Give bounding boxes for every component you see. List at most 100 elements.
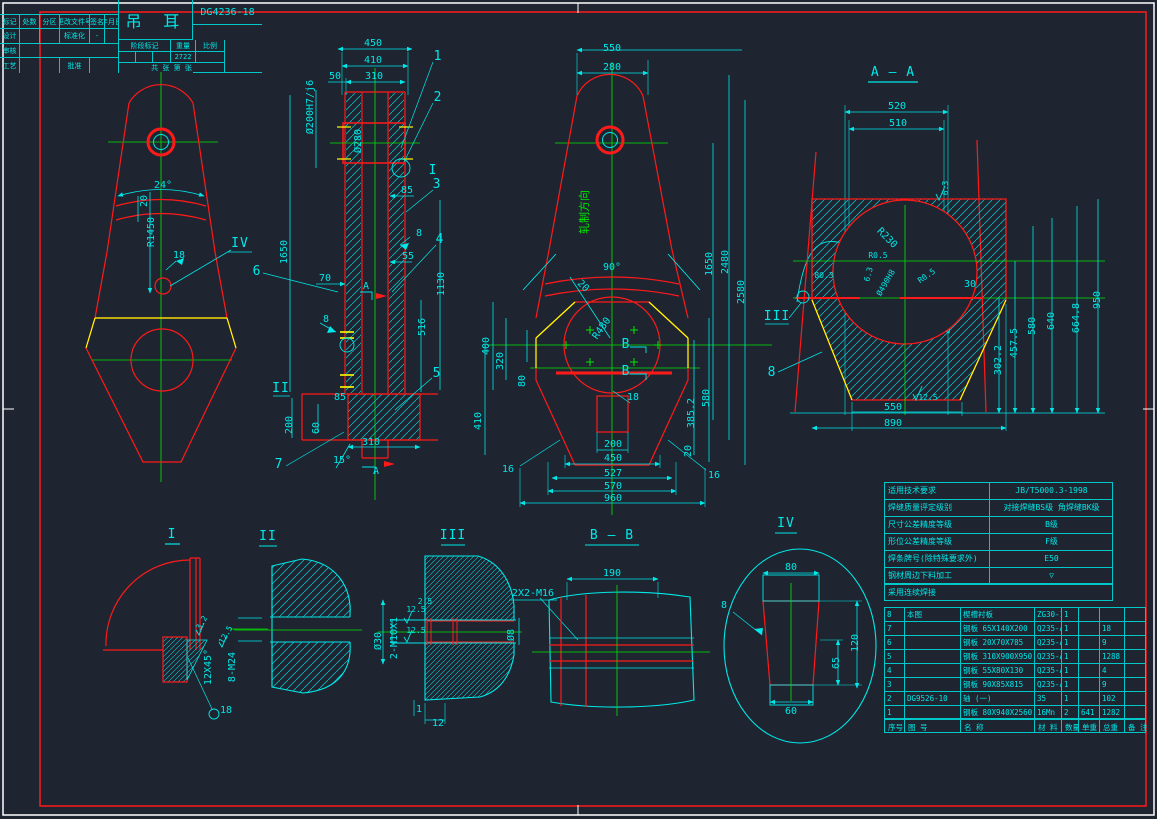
bom-total-weight <box>1100 608 1125 621</box>
bom-qty: 1 <box>1062 650 1079 663</box>
dim-190: 190 <box>603 568 621 579</box>
dim-570: 570 <box>604 481 622 492</box>
dim-dia280: Ø280 <box>352 129 364 153</box>
dim-640: 640 <box>1046 312 1057 330</box>
bom-h-total: 总重 <box>1100 720 1125 732</box>
bom-part-name: 楔槽衬板 <box>961 608 1035 621</box>
bom-unit-weight <box>1079 678 1100 691</box>
bom-unit-weight <box>1079 664 1100 677</box>
tb-s1 <box>119 52 136 63</box>
bom-unit-weight <box>1079 650 1100 663</box>
bom-part-name: 钢板 80X940X2560 <box>961 706 1035 718</box>
dim-55: 55 <box>402 251 414 262</box>
dim-1650: 1650 <box>279 240 290 264</box>
tech-value: 对接焊缝BS级 角焊缝BK级 <box>1003 503 1100 512</box>
weld-8-b: 8 <box>323 314 329 325</box>
tech-value: ▽ <box>1049 571 1054 580</box>
finish-12-5-d1: 12.5 <box>217 624 235 645</box>
tb-h-date: 年月日 <box>105 15 119 29</box>
tb-sheet: 共 张 第 张 <box>119 63 225 73</box>
dim-450-v3: 450 <box>604 453 622 464</box>
finish-6-3-a: 6.3 <box>941 181 950 196</box>
dim-410: 410 <box>364 55 382 66</box>
bom-row: 6 钢板 20X70X785 Q235-A 1 9 <box>884 635 1146 649</box>
bom-unit-weight <box>1079 608 1100 621</box>
tech-row: 焊缝质量评定级别 对接焊缝BS级 角焊缝BK级 <box>884 499 1113 516</box>
bom-h-note: 备 注 <box>1128 723 1147 732</box>
dim-400: 400 <box>481 337 492 355</box>
weld-18-v3: 18 <box>627 392 639 403</box>
bom-material: Q235-A <box>1037 650 1062 663</box>
dim-120: 120 <box>850 634 861 652</box>
tb-s3 <box>153 52 171 63</box>
section-label-i: I <box>429 163 438 178</box>
section-a-a: A — A 520 510 6.3 R230 R0.5 R0.5 6.3 Ø49… <box>764 65 1105 431</box>
tech-label: 焊缝质量评定级别 <box>885 500 990 516</box>
bom-dwg-no: DG9526-10 <box>905 692 961 705</box>
bom-material: 16Mn <box>1035 706 1062 718</box>
tb-blank <box>193 25 262 73</box>
dim-60: 60 <box>311 422 322 434</box>
tb-h-count: 处数 <box>20 15 40 29</box>
dim-thread-8-m24: 8-M24 <box>227 652 238 682</box>
bom-h-name: 名 称 <box>961 720 1035 732</box>
bom-note <box>1125 664 1147 677</box>
bom-dwg-no <box>905 706 961 718</box>
tech-footer: 采用连续焊接 <box>884 584 1113 601</box>
balloon-3: 3 <box>433 177 442 192</box>
tech-value: E50 <box>1044 554 1059 563</box>
bom-part-name: 钢板 90X85X815 <box>961 678 1035 691</box>
bom-total-weight: 4 <box>1100 664 1125 677</box>
bom-part-name: 钢板 310X900X950 <box>961 650 1035 663</box>
balloon-6: 6 <box>253 264 262 279</box>
view-front-left: 24° 20 R1450 18 IV <box>85 72 339 482</box>
bom-total-weight: 1282 <box>1100 706 1125 718</box>
dim-thread-2-m10x1: 2-M10X1 <box>389 617 400 659</box>
dim-890: 890 <box>884 418 902 429</box>
tb-weight-value: 2722 <box>171 52 196 63</box>
bom-total-weight: 9 <box>1100 636 1125 649</box>
dim-410: 410 <box>473 412 484 430</box>
bom-material: Q235-A <box>1037 678 1062 691</box>
bom-no: 4 <box>885 664 905 677</box>
tb-dash: - <box>90 29 105 44</box>
dim-angle-90: 90° <box>603 262 621 273</box>
bom-no: 7 <box>885 622 905 635</box>
bom-h-no: 序号 <box>885 720 905 732</box>
tech-value: F级 <box>1045 537 1058 546</box>
tech-value: B级 <box>1045 520 1058 529</box>
dim-20: 20 <box>139 195 150 207</box>
dim-527: 527 <box>604 468 622 479</box>
tb-h-zone: 分区 <box>40 15 60 29</box>
dim-950: 950 <box>1092 291 1103 309</box>
bom-dwg-no <box>905 664 961 677</box>
dim-385-2: 385.2 <box>686 398 697 428</box>
detail-title-iv: IV <box>777 516 795 531</box>
dim-dia8: Ø8 <box>505 629 517 641</box>
detail-ii: II <box>234 529 362 694</box>
bom-h-mat: 材 料 <box>1035 720 1062 732</box>
detail-title-iii: III <box>440 528 466 543</box>
part-name: 吊 耳 <box>119 0 193 40</box>
tb-scale-label: 比例 <box>196 40 225 52</box>
bom-no: 1 <box>885 706 905 718</box>
bom-h-qty: 数量 <box>1062 720 1079 732</box>
weld-16-left: 16 <box>502 464 514 475</box>
bom-row: 4 钢板 55X80X130 Q235-A 1 4 <box>884 663 1146 677</box>
dim-580-v3: 580 <box>701 389 712 407</box>
detail-iii: III Ø30 2-M10X1 12.5 12.5 2.5 Ø8 1 12 2X… <box>372 528 579 729</box>
tb-s2 <box>136 52 153 63</box>
dim-r1450: R1450 <box>146 217 157 247</box>
tb-s4 <box>196 52 225 63</box>
dim-310-bottom: 310 <box>362 437 380 448</box>
bom-no: 5 <box>885 650 905 663</box>
dim-70: 70 <box>319 273 331 284</box>
tb-c3 <box>105 29 119 44</box>
tb-c5 <box>20 58 60 73</box>
dim-12: 12 <box>432 718 444 729</box>
section-label-iv: IV <box>231 236 249 251</box>
section-title-aa: A — A <box>871 65 915 80</box>
drawing-number: DG4236-18 <box>193 0 262 25</box>
